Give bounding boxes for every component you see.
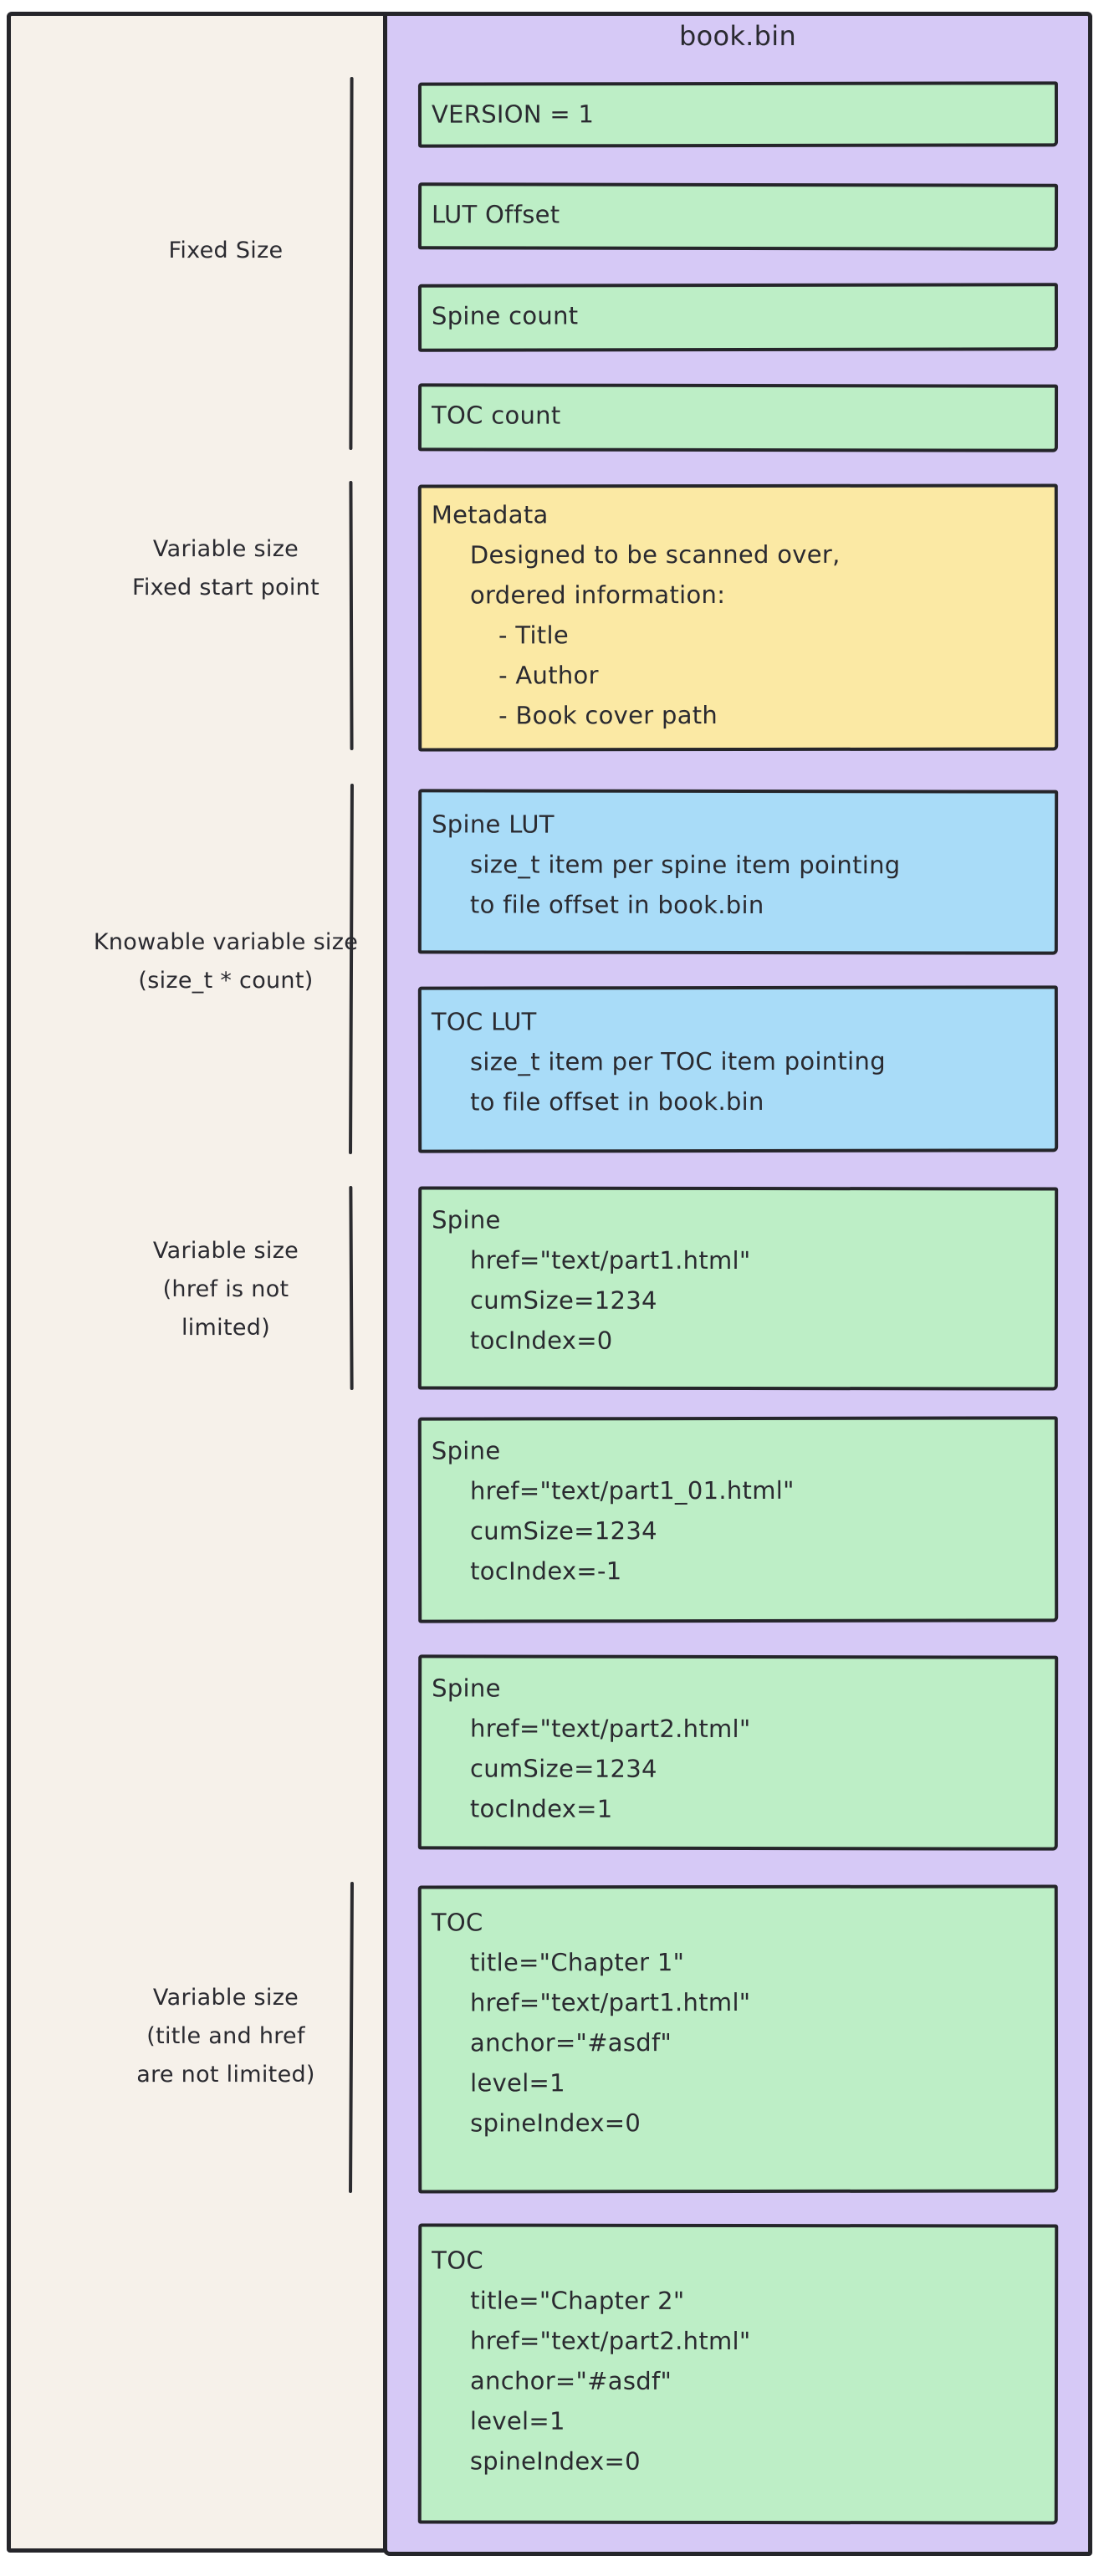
label-line: (href is not xyxy=(162,1276,289,1302)
label-line: Variable size xyxy=(152,536,299,562)
lut-offset-box: LUT Offset xyxy=(417,182,1059,251)
box-line: cumSize=1234 xyxy=(469,1754,657,1783)
box-line: href="text/part1.html" xyxy=(469,1987,751,2017)
box-line: href="text/part1_01.html" xyxy=(469,1475,795,1505)
box-line: cumSize=1234 xyxy=(469,1285,657,1315)
box-line: TOC LUT xyxy=(431,1007,537,1036)
box-line: LUT Offset xyxy=(431,200,560,229)
box-line: Spine xyxy=(431,1436,501,1465)
box-line: TOC count xyxy=(431,401,561,430)
version-box: VERSION = 1 xyxy=(417,81,1059,148)
box-line: TOC xyxy=(431,1908,483,1937)
label-spine-variable: Variable size (href is not limited) xyxy=(59,1232,393,1347)
label-line: Fixed start point xyxy=(132,575,319,601)
label-fixed-size: Fixed Size xyxy=(59,232,393,270)
label-knowable-variable: Knowable variable size (size_t * count) xyxy=(59,923,393,1000)
box-line: Spine xyxy=(432,1674,501,1703)
label-line: Fixed Size xyxy=(168,238,284,263)
box-line: to file offset in book.bin xyxy=(469,890,764,920)
box-line: - Book cover path xyxy=(498,701,718,730)
box-line: - Title xyxy=(498,621,569,650)
box-line: Designed to be scanned over, xyxy=(469,539,841,570)
label-line: (title and href xyxy=(146,2023,305,2049)
box-line: tocIndex=1 xyxy=(469,1794,613,1823)
box-line: anchor="#asdf" xyxy=(469,2028,672,2057)
box-line: href="text/part1.html" xyxy=(470,1245,751,1275)
toc-lut-box: TOC LUT size_t item per TOC item pointin… xyxy=(417,985,1059,1153)
box-line: cumSize=1234 xyxy=(469,1516,657,1546)
label-line: are not limited) xyxy=(136,2062,315,2088)
label-variable-fixed-start: Variable size Fixed start point xyxy=(59,530,393,607)
box-line: level=1 xyxy=(470,2068,565,2098)
box-line: size_t item per TOC item pointing xyxy=(469,1046,886,1076)
box-line: Spine count xyxy=(431,301,579,330)
spine-lut-box: Spine LUT size_t item per spine item poi… xyxy=(417,789,1059,955)
label-toc-variable: Variable size (title and href are not li… xyxy=(59,1979,393,2094)
box-line: to file offset in book.bin xyxy=(470,1086,764,1117)
toc-entry-box-2: TOC title="Chapter 2" href="text/part2.h… xyxy=(417,2223,1059,2525)
box-line: Metadata xyxy=(431,500,549,529)
box-line: href="text/part2.html" xyxy=(470,1714,751,1744)
spine-entry-box-3: Spine href="text/part2.html" cumSize=123… xyxy=(417,1654,1059,1851)
box-line: TOC xyxy=(432,2246,483,2275)
label-line: Variable size xyxy=(152,1238,299,1264)
box-line: VERSION = 1 xyxy=(431,100,595,129)
bookbin-title: book.bin xyxy=(678,20,797,52)
box-line: size_t item per spine item pointing xyxy=(469,850,901,880)
label-line: limited) xyxy=(181,1315,271,1341)
box-line: Spine xyxy=(432,1205,501,1234)
toc-entry-box-1: TOC title="Chapter 1" href="text/part1.h… xyxy=(417,1884,1059,2194)
box-line: spineIndex=0 xyxy=(470,2108,641,2138)
box-line: title="Chapter 1" xyxy=(469,1948,685,1977)
box-line: spineIndex=0 xyxy=(469,2446,641,2476)
toc-count-box: TOC count xyxy=(417,383,1059,452)
spine-count-box: Spine count xyxy=(417,283,1059,352)
box-line: tocIndex=0 xyxy=(469,1326,613,1355)
box-line: anchor="#asdf" xyxy=(469,2366,672,2395)
box-line: - Author xyxy=(498,661,599,690)
metadata-box: Metadata Designed to be scanned over, or… xyxy=(417,483,1059,752)
box-line: tocIndex=-1 xyxy=(470,1556,622,1586)
box-line: level=1 xyxy=(469,2406,565,2435)
spine-entry-box-2: Spine href="text/part1_01.html" cumSize=… xyxy=(417,1416,1059,1623)
spine-entry-box-1: Spine href="text/part1.html" cumSize=123… xyxy=(417,1186,1059,1391)
box-line: title="Chapter 2" xyxy=(470,2286,685,2315)
box-line: Spine LUT xyxy=(432,810,555,839)
box-line: ordered information: xyxy=(469,580,726,610)
label-line: Knowable variable size xyxy=(93,929,359,955)
box-line: href="text/part2.html" xyxy=(470,2326,751,2356)
label-line: (size_t * count) xyxy=(138,968,314,994)
label-line: Variable size xyxy=(152,1985,299,2011)
